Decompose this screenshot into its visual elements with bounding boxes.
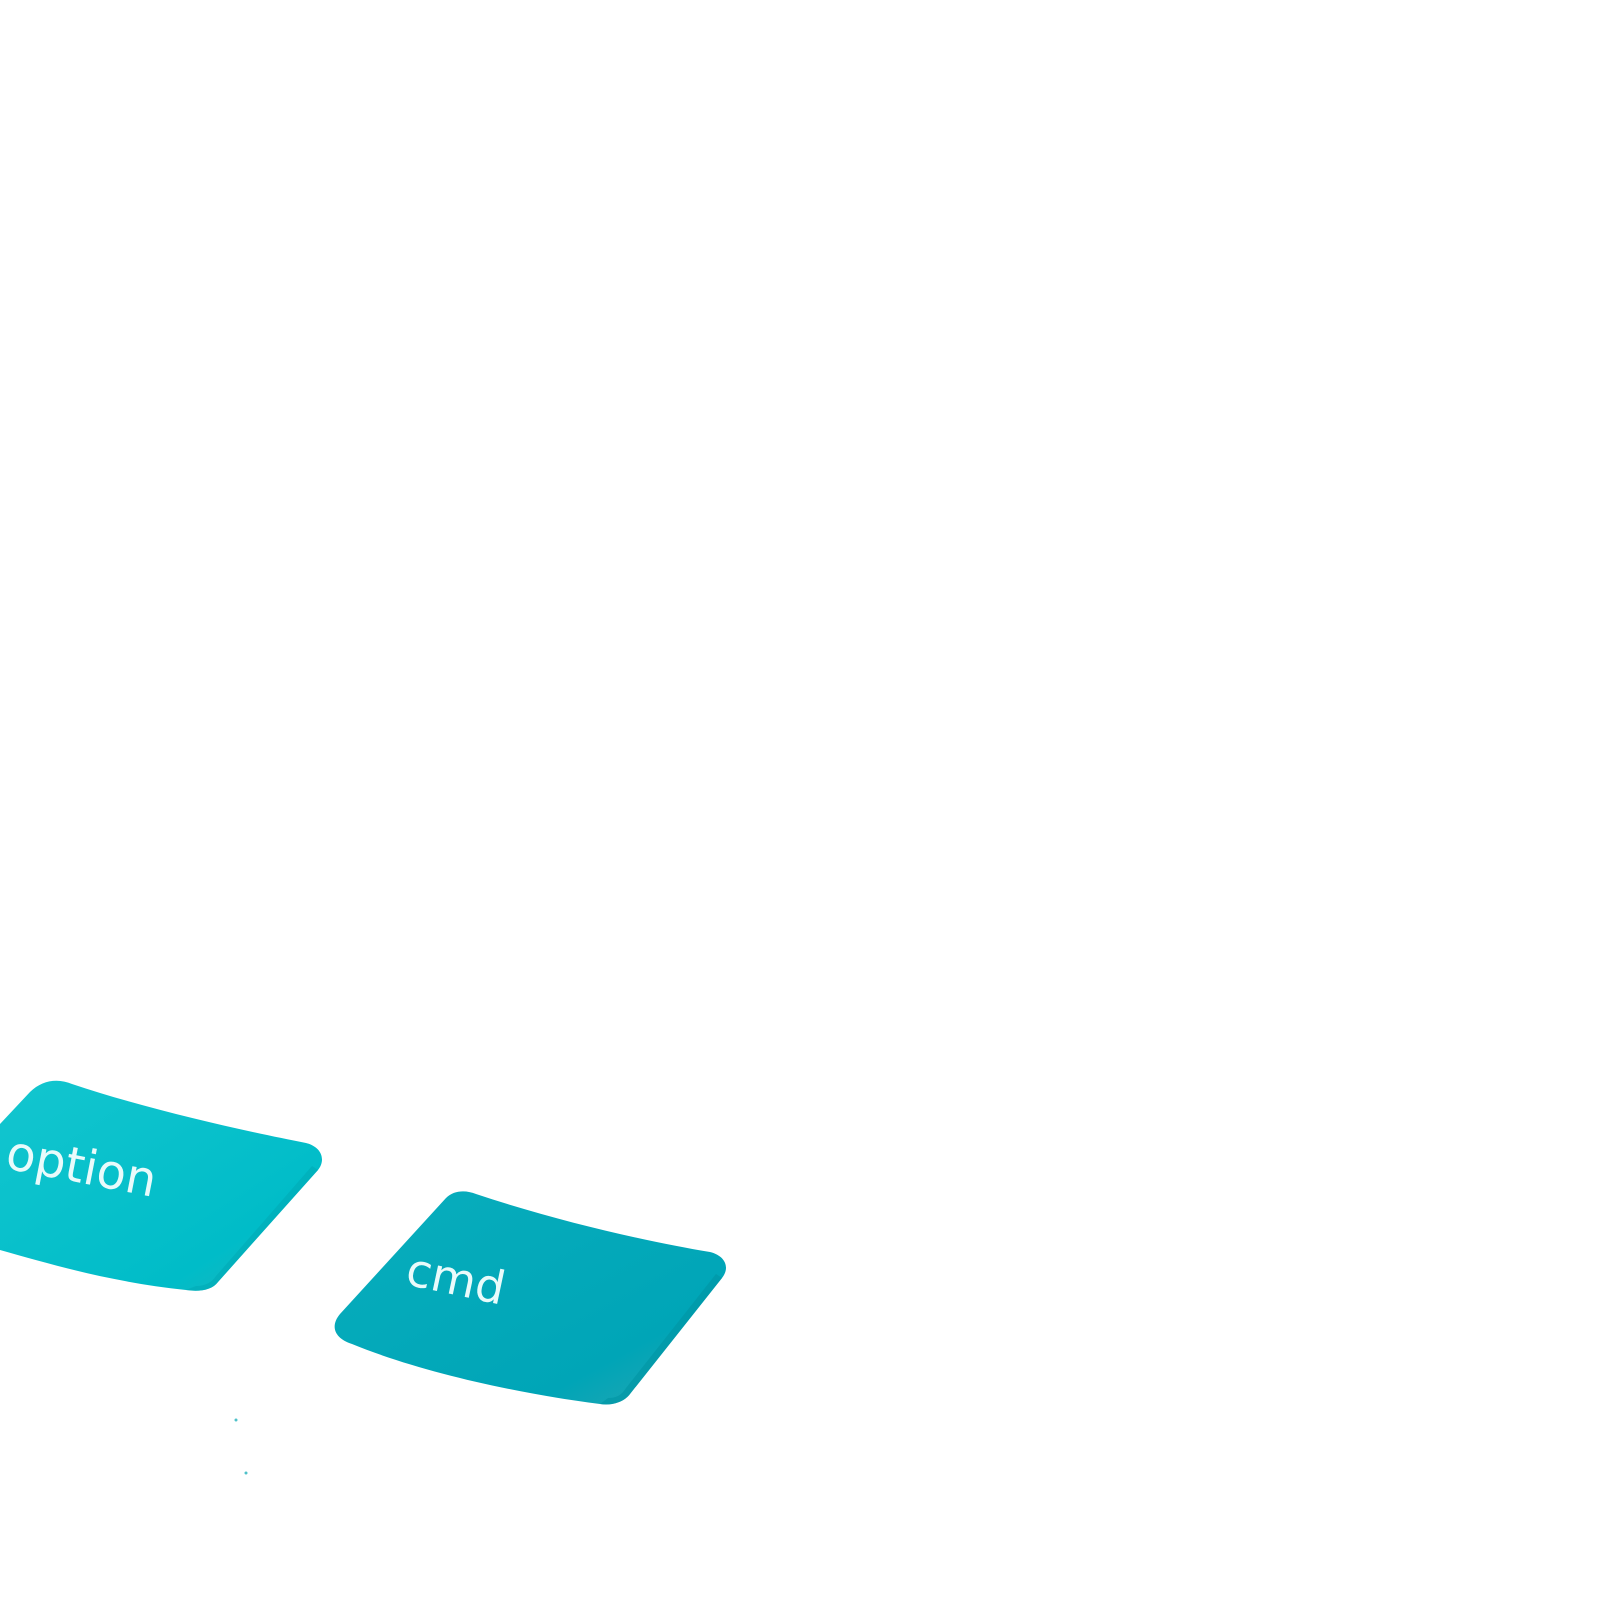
speck [244, 1471, 248, 1475]
cmd-key-cap [334, 1191, 726, 1405]
cmd-key[interactable]: cmd [334, 1191, 726, 1405]
option-key-edge [186, 1166, 318, 1291]
option-key[interactable]: option [0, 1080, 322, 1291]
option-key-cap [0, 1080, 322, 1291]
speck [234, 1418, 238, 1422]
cmd-key-edge [600, 1274, 722, 1405]
